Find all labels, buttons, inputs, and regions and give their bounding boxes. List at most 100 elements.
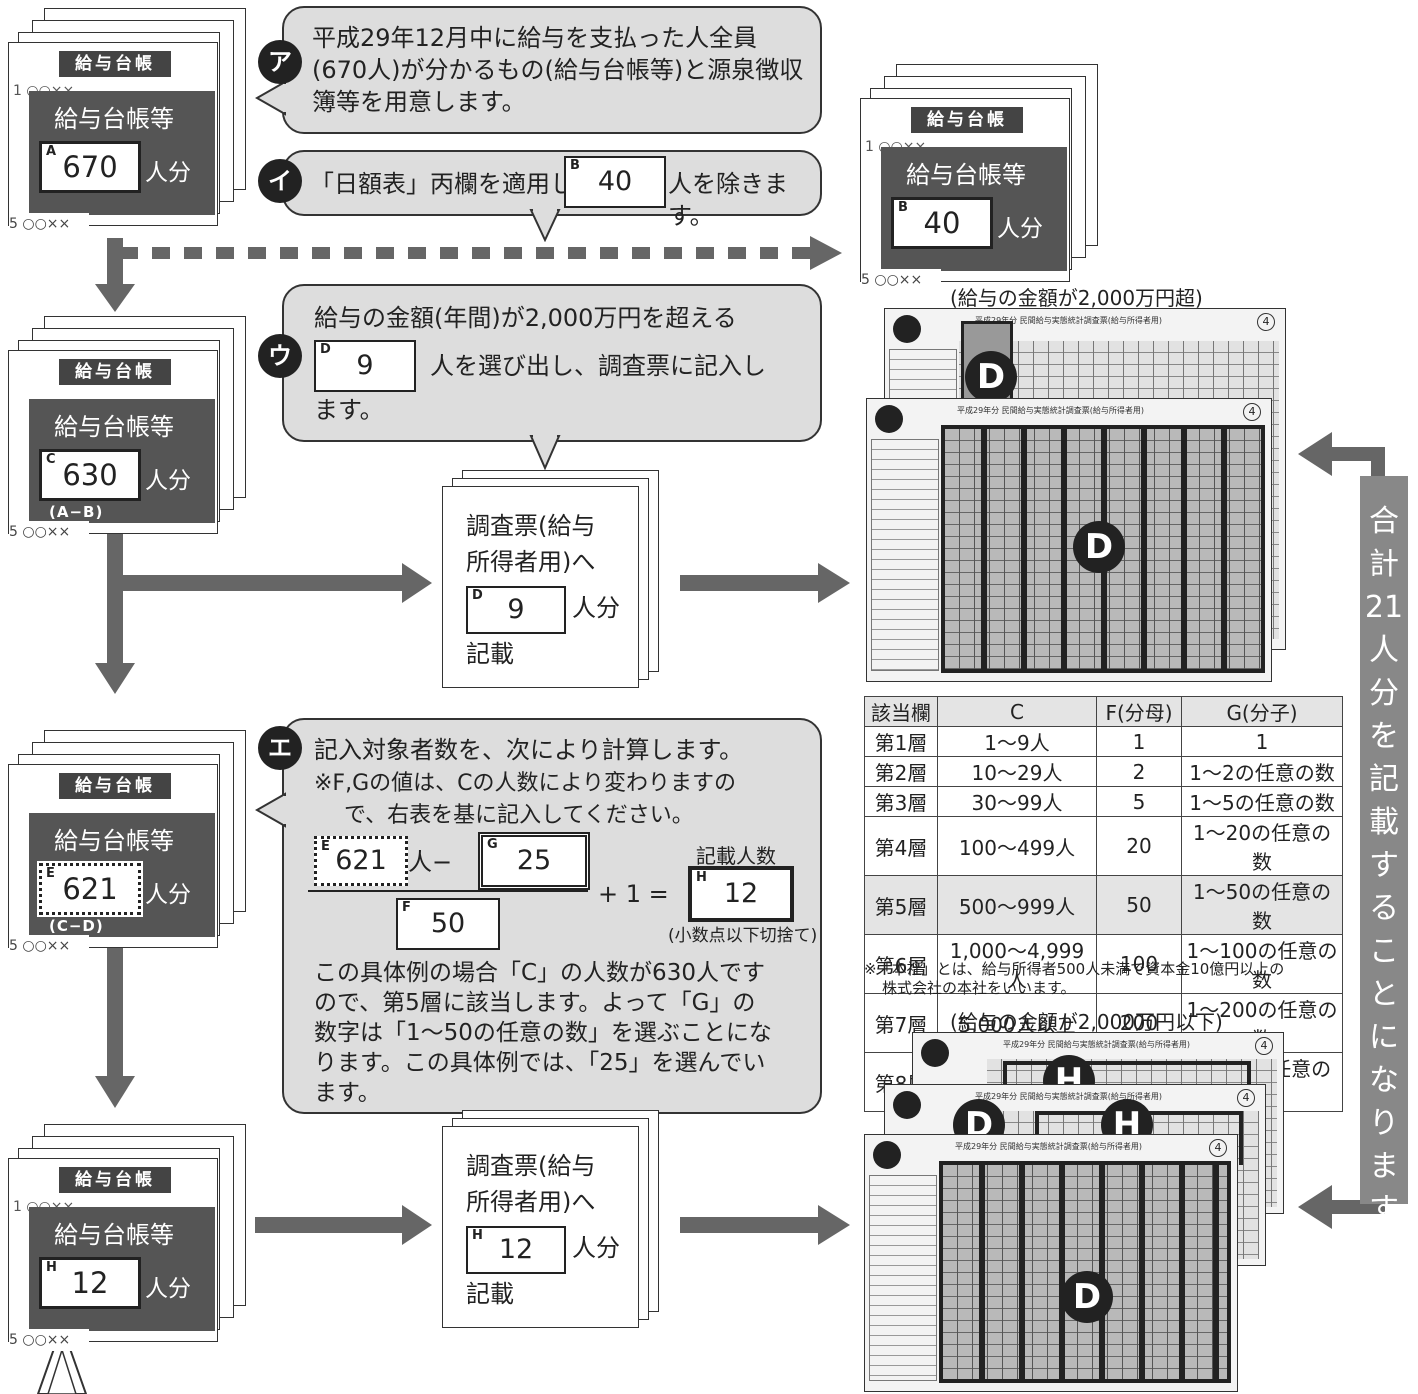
forms-caption-under: (給与の金額が2,000万円以下)	[950, 1006, 1223, 1035]
table-cell: 1〜9人	[938, 727, 1097, 757]
table-note: ※「本社」とは、給与所得者500人未満で資本金10億円以上の 株式会社の本社をい…	[864, 960, 1284, 998]
ledger-title: 給与台帳	[59, 773, 171, 799]
total-char: り	[1360, 1102, 1408, 1145]
table-cell: 30〜99人	[938, 787, 1097, 817]
bubble-tail	[255, 78, 287, 118]
ledger-title: 給与台帳	[59, 51, 171, 77]
bubble-tail	[527, 434, 563, 470]
marker-d: D	[965, 351, 1017, 403]
total-char: る	[1360, 887, 1408, 930]
survey-form-bottom-front: 平成29年分 民間給与実態統計調査票(給与所得者用) 4 D	[864, 1134, 1238, 1392]
table-cell: 第3層	[865, 787, 938, 817]
total-char: 。	[1360, 1231, 1408, 1274]
table-cell: 100〜499人	[938, 817, 1097, 876]
table-cell: 1	[1097, 727, 1182, 757]
total-char: す	[1360, 1188, 1408, 1231]
table-cell: 第2層	[865, 757, 938, 787]
table-cell: 1	[1182, 727, 1343, 757]
total-char: す	[1360, 844, 1408, 887]
total-char: を	[1360, 715, 1408, 758]
step-e-bubble: 記入対象者数を、次により計算します。 ※F,Gの値は、Cの人数により変わりますの…	[282, 718, 822, 1114]
survey-form-top-front: 平成29年分 民間給与実態統計調査票(給与所得者用) 4 D	[866, 398, 1272, 682]
forms-caption-over: (給与の金額が2,000万円超)	[950, 282, 1203, 311]
ledger-title: 給与台帳	[59, 1167, 171, 1193]
table-cell: 500〜999人	[938, 876, 1097, 935]
marker-d: D	[1061, 1271, 1113, 1323]
total-char: に	[1360, 1016, 1408, 1059]
step-i-mark: イ	[258, 159, 302, 203]
step-a-bubble: 平成29年12月中に給与を支払った人全員(670人)が分かるもの(給与台帳等)と…	[282, 6, 822, 134]
table-cell: 第1層	[865, 727, 938, 757]
ledger-title: 給与台帳	[59, 359, 171, 385]
table-cell: 第5層	[865, 876, 938, 935]
table-cell: 1〜2の任意の数	[1182, 757, 1343, 787]
total-char: 人	[1360, 629, 1408, 672]
bubble-tail	[527, 208, 563, 242]
table-cell: 5	[1097, 787, 1182, 817]
total-char: 合	[1360, 500, 1408, 543]
step-e-mark: エ	[258, 726, 302, 770]
table-cell: 1〜50の任意の数	[1182, 876, 1343, 935]
table-cell: 1〜5の任意の数	[1182, 787, 1343, 817]
marker-d: D	[1073, 521, 1125, 573]
total-char: 記	[1360, 758, 1408, 801]
fraction-line	[308, 890, 588, 892]
step-a-mark: ア	[258, 40, 302, 84]
total-char: な	[1360, 1059, 1408, 1102]
total-char: 21	[1360, 586, 1408, 629]
table-cell: 1〜20の任意の数	[1182, 817, 1343, 876]
total-char: 計	[1360, 543, 1408, 586]
total-char: と	[1360, 973, 1408, 1016]
ledger-stack-b: 給与台帳 1 ○○×× 給与台帳等 B40 人分 5 ○○××	[860, 64, 1100, 289]
total-char: 分	[1360, 672, 1408, 715]
ledger-stack-h: 給与台帳 1 ○○×× 給与台帳等 H12 人分 5 ○○××	[8, 1124, 248, 1349]
table-cell: 20	[1097, 817, 1182, 876]
table-cell: 10〜29人	[938, 757, 1097, 787]
logo-icon	[893, 315, 921, 343]
total-char: ま	[1360, 1145, 1408, 1188]
total-char: 載	[1360, 801, 1408, 844]
table-cell: 2	[1097, 757, 1182, 787]
step-u-mark: ウ	[258, 334, 302, 378]
logo-icon	[873, 1141, 901, 1169]
logo-icon	[875, 405, 903, 433]
logo-icon	[893, 1091, 921, 1119]
bubble-tail	[255, 790, 287, 830]
table-cell: 50	[1097, 876, 1182, 935]
ledger-title: 給与台帳	[911, 107, 1023, 133]
table-cell: 第4層	[865, 817, 938, 876]
logo-icon	[921, 1039, 949, 1067]
total-char: こ	[1360, 930, 1408, 973]
